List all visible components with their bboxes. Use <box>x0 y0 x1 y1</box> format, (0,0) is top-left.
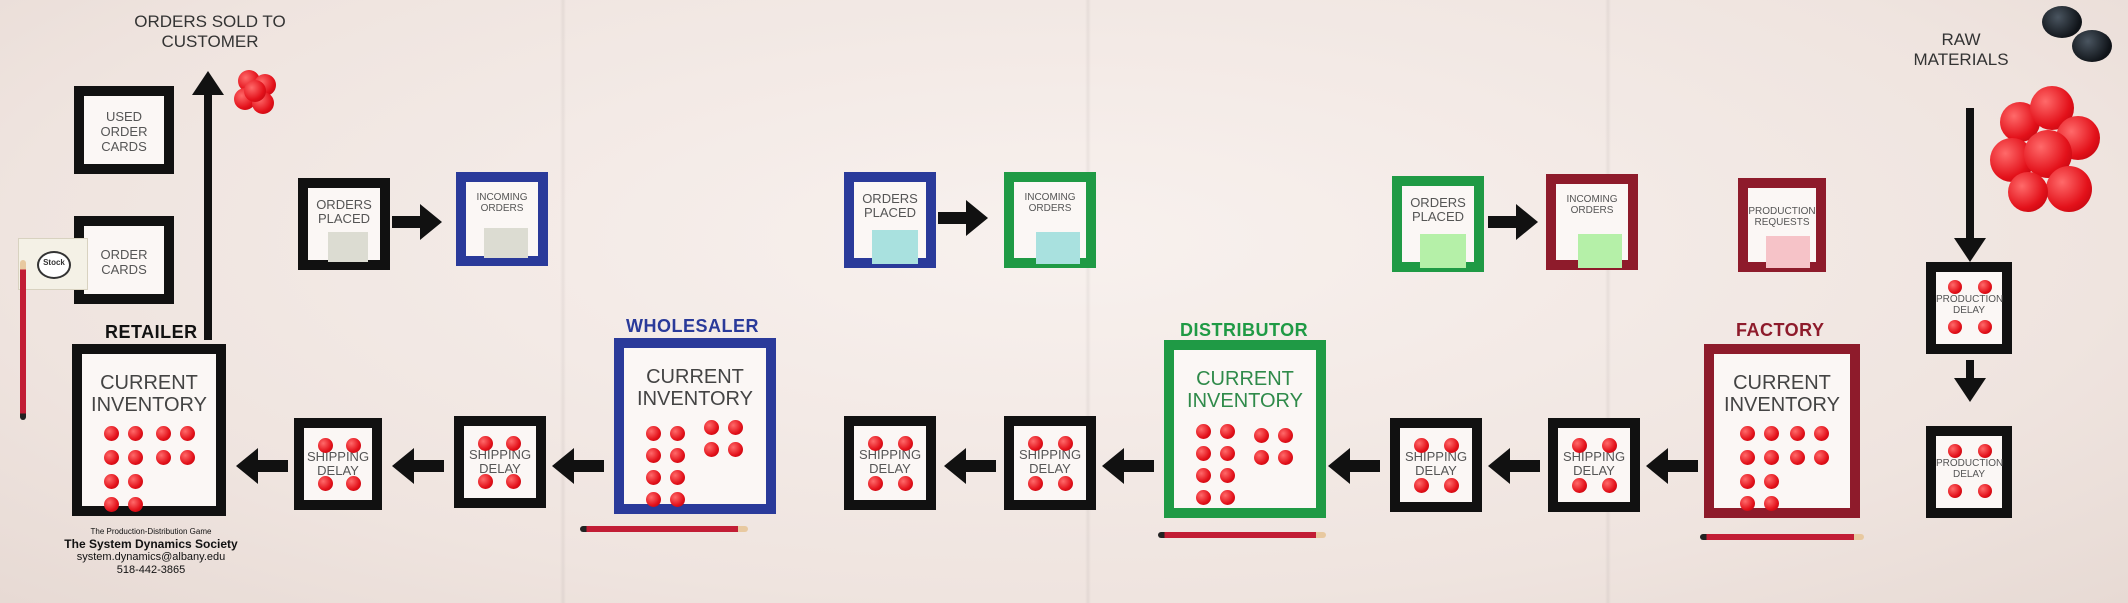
arrow-left-icon <box>392 448 444 484</box>
arrow-left-icon <box>1102 448 1154 484</box>
arrow-left-icon <box>236 448 288 484</box>
pencil-icon[interactable] <box>580 526 748 532</box>
stage-retailer: RETAILER <box>105 322 198 342</box>
factory-production-requests[interactable]: PRODUCTION REQUESTS <box>1738 178 1826 272</box>
order-card[interactable] <box>1036 232 1080 264</box>
distributor-orders-placed[interactable]: ORDERS PLACED <box>1392 176 1484 272</box>
retailer-shipping-delay-2[interactable]: SHIPPING DELAY <box>454 416 546 508</box>
inventory-chip <box>128 426 143 441</box>
used-order-cards-box[interactable]: USED ORDER CARDS <box>74 86 174 174</box>
order-card[interactable] <box>328 232 368 262</box>
credit-society: The System Dynamics Society <box>64 536 238 551</box>
stage-distributor: DISTRIBUTOR <box>1180 320 1309 340</box>
order-card-sheet[interactable]: Stock <box>18 238 88 290</box>
credit-game: The Production-Distribution Game <box>90 527 212 536</box>
production-delay-upper[interactable]: PRODUCTION DELAY <box>1926 262 2012 354</box>
inventory-chip <box>128 474 143 489</box>
inventory-chip <box>104 474 119 489</box>
retailer-current-inventory[interactable]: CURRENT INVENTORY <box>72 344 226 516</box>
inventory-chip <box>156 426 171 441</box>
raw-materials-label: RAW MATERIALS <box>1913 30 2009 69</box>
inventory-chip <box>156 450 171 465</box>
stage-factory: FACTORY <box>1736 320 1825 340</box>
wholesaler-incoming-orders[interactable]: INCOMING ORDERS <box>1004 172 1096 268</box>
pencil-icon[interactable] <box>20 260 26 420</box>
inventory-chip <box>180 450 195 465</box>
orders-sold-arrow <box>192 71 224 340</box>
arrow-left-icon <box>1646 448 1698 484</box>
arrow-left-icon <box>1488 448 1540 484</box>
arrow-left-icon <box>552 448 604 484</box>
distributor-shipping-delay-2[interactable]: SHIPPING DELAY <box>1548 418 1640 512</box>
retailer-orders-placed[interactable]: ORDERS PLACED <box>298 178 390 270</box>
inventory-chip <box>128 497 143 512</box>
orders-sold-label: ORDERS SOLD TO CUSTOMER <box>134 12 286 51</box>
pencil-icon[interactable] <box>1700 534 1864 540</box>
inventory-chip <box>180 426 195 441</box>
order-cards-box[interactable]: ORDER CARDS <box>74 216 174 304</box>
credit-email: system.dynamics@albany.edu <box>76 550 226 563</box>
order-card[interactable] <box>872 230 918 264</box>
order-card[interactable] <box>1420 234 1466 268</box>
production-delay-lower[interactable]: PRODUCTION DELAY <box>1926 426 2012 518</box>
distributor-current-inventory[interactable]: CURRENT INVENTORY <box>1164 340 1326 518</box>
inventory-chip <box>128 450 143 465</box>
arrow-down-icon <box>1954 360 1986 402</box>
order-card[interactable] <box>1766 236 1810 268</box>
order-card[interactable] <box>1578 234 1622 268</box>
used-order-cards-label: USED ORDER CARDS <box>100 109 148 154</box>
dice-icon[interactable] <box>2072 30 2112 62</box>
inventory-chip <box>104 426 119 441</box>
red-chips-pile-large <box>1986 82 2106 222</box>
logo-badge: Stock <box>37 251 71 279</box>
credit-phone: 518-442-3865 <box>116 564 186 577</box>
retailer-incoming-orders[interactable]: INCOMING ORDERS <box>456 172 548 266</box>
credits: The Production-Distribution Game The Sys… <box>56 527 246 577</box>
retailer-shipping-delay-1[interactable]: SHIPPING DELAY <box>294 418 382 510</box>
distributor-incoming-orders[interactable]: INCOMING ORDERS <box>1546 174 1638 270</box>
arrow-down-icon <box>1954 108 1986 262</box>
arrow-left-icon <box>944 448 996 484</box>
inventory-chip <box>104 497 119 512</box>
wholesaler-shipping-delay-2[interactable]: SHIPPING DELAY <box>1004 416 1096 510</box>
wholesaler-current-inventory[interactable]: CURRENT INVENTORY <box>614 338 776 514</box>
wholesaler-shipping-delay-1[interactable]: SHIPPING DELAY <box>844 416 936 510</box>
factory-current-inventory[interactable]: CURRENT INVENTORY <box>1704 344 1860 518</box>
dice-icon[interactable] <box>2042 6 2082 38</box>
arrow-right-icon <box>392 204 442 240</box>
inventory-chip <box>104 450 119 465</box>
arrow-left-icon <box>1328 448 1380 484</box>
arrow-right-icon <box>1488 204 1538 240</box>
order-cards-label: ORDER CARDS <box>100 247 148 277</box>
pencil-icon[interactable] <box>1158 532 1326 538</box>
stage-wholesaler: WHOLESALER <box>626 316 759 336</box>
order-card[interactable] <box>484 228 528 258</box>
red-chips-pile-small <box>232 66 284 118</box>
wholesaler-orders-placed[interactable]: ORDERS PLACED <box>844 172 936 268</box>
distributor-shipping-delay-1[interactable]: SHIPPING DELAY <box>1390 418 1482 512</box>
arrow-right-icon <box>938 200 988 236</box>
